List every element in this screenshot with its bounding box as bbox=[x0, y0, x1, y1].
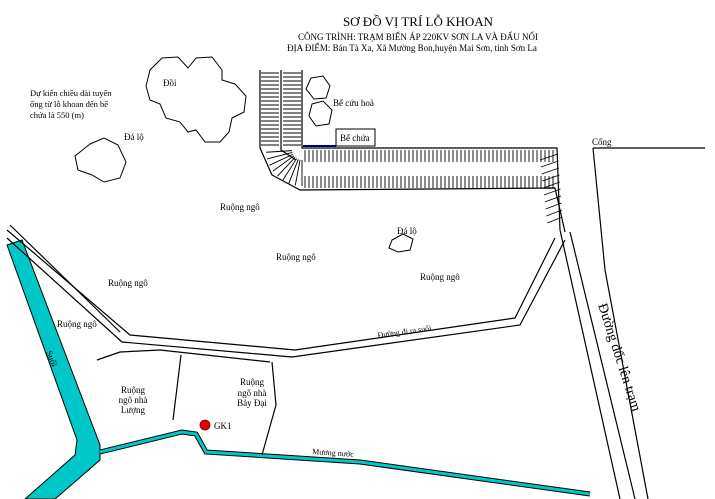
label-fire-tank: Bể cứu hoả bbox=[333, 98, 374, 108]
label-bay-field-1: Ruộng bbox=[240, 377, 265, 387]
label-bay-field-2: ngô nhà bbox=[238, 388, 267, 398]
road-to-stream bbox=[6, 229, 566, 358]
label-canal: Mương nước bbox=[312, 447, 355, 459]
project-location: ĐỊA ĐIỂM: Bản Tà Xa, Xã Mường Bon,huyện … bbox=[287, 43, 537, 53]
storage-tank bbox=[335, 128, 376, 147]
label-hill: Đồi bbox=[163, 78, 177, 88]
label-gk1: GK1 bbox=[214, 421, 232, 431]
station-embankment bbox=[259, 70, 566, 233]
label-field-5: Ruộng ngô bbox=[57, 319, 97, 329]
slope-road bbox=[559, 147, 705, 499]
outcrop-2 bbox=[388, 233, 414, 253]
label-outcrop-1: Đá lộ bbox=[124, 132, 144, 142]
path-north bbox=[9, 224, 121, 333]
label-field-2: Ruộng ngô bbox=[276, 252, 316, 262]
label-luong-field-3: Lượng bbox=[121, 405, 146, 415]
label-gate: Cổng bbox=[592, 137, 612, 147]
label-field-3: Ruộng ngô bbox=[420, 272, 460, 282]
note-line-3: chứa là 550 (m) bbox=[30, 110, 84, 120]
outcrop-1 bbox=[74, 137, 127, 183]
label-storage-tank: Bể chứa bbox=[340, 133, 370, 143]
note-line-2: ống từ lỗ khoan đến bể bbox=[30, 99, 108, 109]
canal-water bbox=[99, 430, 591, 496]
note-line-1: Dự kiến chiều dài tuyến bbox=[30, 88, 112, 98]
label-bay-field-3: Bảy Đại bbox=[237, 398, 267, 408]
stream bbox=[6, 239, 101, 499]
project-name: CÔNG TRÌNH: TRẠM BIẾN ÁP 220KV SƠN LA VÀ… bbox=[298, 32, 538, 42]
label-outcrop-2: Đá lộ bbox=[397, 226, 417, 236]
hill bbox=[145, 56, 247, 143]
field-boundaries bbox=[96, 349, 277, 456]
label-slope-road: Đường dốc lên trạm bbox=[594, 302, 643, 414]
fire-tanks bbox=[305, 75, 333, 127]
borehole-gk1[interactable] bbox=[199, 419, 211, 431]
label-field-1: Ruộng ngô bbox=[220, 202, 260, 212]
label-path-to-stream: Đường đi ra suối bbox=[377, 323, 433, 340]
label-field-4: Ruộng ngô bbox=[108, 278, 148, 288]
label-luong-field-2: ngô nhà bbox=[119, 395, 148, 405]
label-luong-field-1: Ruộng bbox=[121, 385, 146, 395]
map-title: SƠ ĐỒ VỊ TRÍ LỖ KHOAN bbox=[343, 14, 494, 29]
